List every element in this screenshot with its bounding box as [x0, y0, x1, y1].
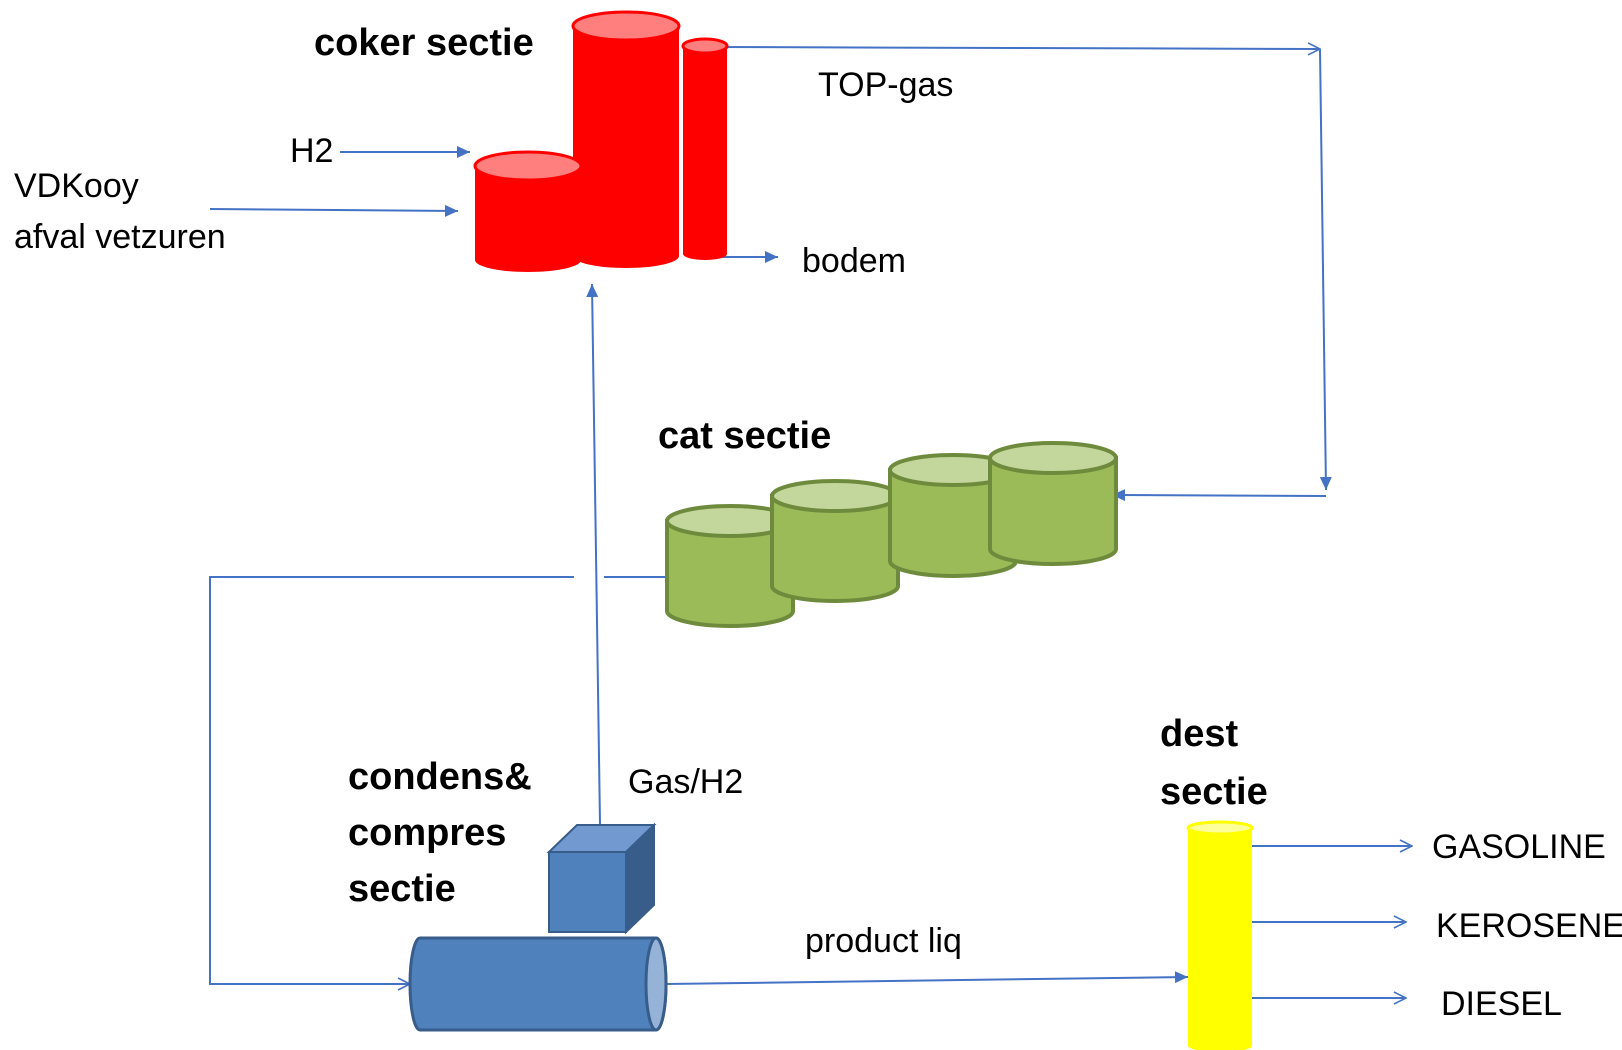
cat-reactor-3: [888, 453, 1018, 578]
cat-reactor-1: [665, 504, 795, 628]
condens-section-label-line2: compres: [348, 812, 506, 854]
feed-label-line1: VDKooy: [14, 167, 139, 205]
coker-section-label: coker sectie: [314, 22, 534, 64]
distillation-column: [1186, 820, 1254, 1050]
top-gas-label: TOP-gas: [818, 66, 953, 104]
gasoline-label: GASOLINE: [1432, 828, 1606, 866]
diesel-label: DIESEL: [1441, 985, 1562, 1023]
cat-feed-line: [1111, 489, 1327, 502]
cat-reactor-2: [770, 479, 900, 603]
vdkooy-feed-arrow: [209, 204, 459, 217]
cat-reactor-4: [988, 441, 1118, 566]
cat-effluent-line: [209, 576, 574, 984]
coker-reactor: [473, 150, 583, 272]
coker-tall-drum: [571, 10, 681, 268]
product-liq-line: [665, 971, 1189, 985]
dest-section-label-line1: dest: [1160, 713, 1238, 755]
condens-section-label-line3: sectie: [348, 868, 456, 910]
compressor-box: [546, 822, 657, 935]
h2-label: H2: [290, 132, 333, 170]
condens-section-label-line1: condens&: [348, 756, 532, 798]
gas-h2-recycle-line: [586, 283, 601, 825]
coker-column: [681, 37, 729, 260]
dest-section-label-line2: sectie: [1160, 771, 1268, 813]
bottom-label: bodem: [802, 242, 906, 280]
product-liq-label: product liq: [805, 922, 962, 960]
top-gas-line: [709, 47, 1320, 49]
cat-section-label: cat sectie: [658, 415, 831, 457]
coker-unit: [473, 10, 729, 272]
feed-label-line2: afval vetzuren: [14, 218, 226, 256]
top-gas-down-line: [1319, 48, 1332, 491]
condenser-drum: [408, 936, 668, 1032]
cat-unit: [665, 441, 1118, 628]
gas-h2-label: Gas/H2: [628, 763, 743, 801]
kerosene-label: KEROSENE: [1436, 907, 1622, 945]
